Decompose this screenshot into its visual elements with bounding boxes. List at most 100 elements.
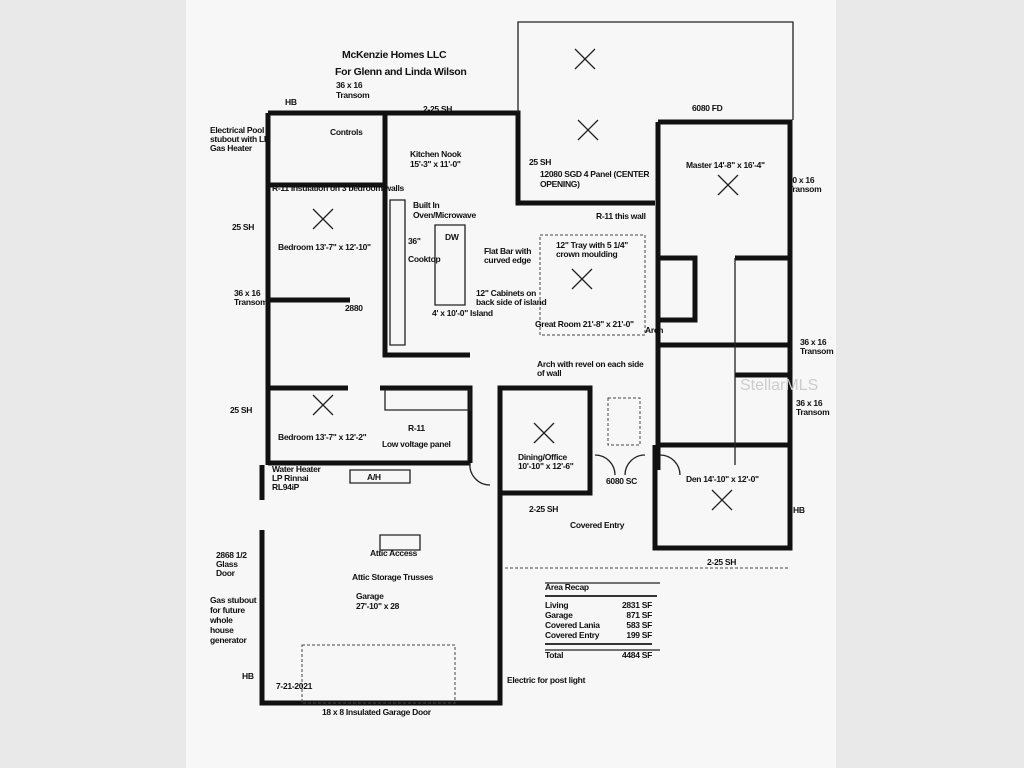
door-label: 6080 SC bbox=[606, 476, 637, 486]
window-label: 25 SH bbox=[230, 405, 252, 415]
oven-label: Oven/Microwave bbox=[413, 210, 476, 220]
ceiling-fan-icon bbox=[717, 174, 739, 196]
ceiling-fan-icon bbox=[711, 489, 733, 511]
post-light-note: Electric for post light bbox=[507, 675, 586, 685]
water-heater-label: RL94iP bbox=[272, 482, 300, 492]
ceiling-fan-icon bbox=[312, 208, 334, 230]
gas-note: whole bbox=[209, 615, 233, 625]
gas-note: for future bbox=[210, 605, 245, 615]
area-total-label: Total bbox=[545, 650, 563, 660]
area-row-label: Covered Lania bbox=[545, 620, 600, 630]
hose-bib-label: HB bbox=[285, 97, 297, 107]
hose-bib-label: HB bbox=[242, 671, 254, 681]
window-label: 2-25 SH bbox=[529, 504, 558, 514]
gas-note: Gas stubout bbox=[210, 595, 257, 605]
transom-label: 36 x 16 bbox=[336, 80, 363, 90]
ceiling-fan-icon bbox=[533, 422, 555, 444]
area-recap-title: Area Recap bbox=[545, 582, 589, 592]
ceiling-fan-icon bbox=[574, 48, 596, 70]
pool-note: stubout with LP bbox=[210, 134, 270, 144]
insulation-note: R-11 this wall bbox=[596, 211, 646, 221]
window-label: 2-25 SH bbox=[423, 104, 452, 114]
room-garage-size: 27'-10" x 28 bbox=[356, 601, 400, 611]
room-garage: Garage bbox=[356, 591, 384, 601]
cabinets-note: 12" Cabinets on bbox=[476, 288, 536, 298]
room-bedroom-2: Bedroom 13'-7" x 12'-2" bbox=[278, 432, 367, 442]
client-name: For Glenn and Linda Wilson bbox=[335, 66, 467, 78]
window-label: 25 SH bbox=[529, 157, 551, 167]
area-row-value: 199 SF bbox=[626, 630, 652, 640]
ceiling-fan-icon bbox=[312, 394, 334, 416]
transom-label: 36 x 16 bbox=[800, 337, 827, 347]
garage-door-label: 18 x 8 Insulated Garage Door bbox=[322, 707, 432, 717]
room-den: Den 14'-10" x 12'-0" bbox=[686, 474, 759, 484]
pool-note: Gas Heater bbox=[210, 143, 253, 153]
oven-label: Built In bbox=[413, 200, 440, 210]
flat-bar-note: Flat Bar with bbox=[484, 246, 531, 256]
transom-label: 60 x 16 bbox=[788, 175, 815, 185]
dishwasher-label: DW bbox=[445, 232, 460, 242]
glass-door-label: Door bbox=[216, 568, 236, 578]
insulation-note: R-11 Insulation on 3 bedroom walls bbox=[272, 183, 405, 193]
room-dining: Dining/Office bbox=[518, 452, 568, 462]
area-row-value: 583 SF bbox=[626, 620, 652, 630]
transom-label: 36 x 16 bbox=[234, 288, 261, 298]
flat-bar-note: curved edge bbox=[484, 255, 531, 265]
water-heater-label: LP Rinnai bbox=[272, 473, 308, 483]
transom-label: Transom bbox=[234, 297, 268, 307]
walls bbox=[259, 21, 794, 706]
attic-access-label: Attic Access bbox=[370, 548, 418, 558]
glass-door-label: 2868 1/2 bbox=[216, 550, 247, 560]
cooktop-label: Cooktop bbox=[408, 254, 440, 264]
pool-note: Electrical Pool bbox=[210, 125, 264, 135]
door-label: 2880 bbox=[345, 303, 363, 313]
room-master: Master 14'-8" x 16'-4" bbox=[686, 160, 765, 170]
sliding-door-label: OPENING) bbox=[540, 179, 580, 189]
room-great-room: Great Room 21'-8" x 21'-0" bbox=[535, 319, 634, 329]
transom-label: Transom bbox=[796, 407, 830, 417]
paper-sheet bbox=[186, 0, 836, 768]
hose-bib-label: HB bbox=[793, 505, 805, 515]
ceiling-fan-icon bbox=[571, 268, 593, 290]
room-dining-size: 10'-10" x 12'-6" bbox=[518, 461, 574, 471]
window-label: 25 SH bbox=[232, 222, 254, 232]
area-total-value: 4484 SF bbox=[622, 650, 652, 660]
room-bedroom-1: Bedroom 13'-7" x 12'-10" bbox=[278, 242, 371, 252]
transom-label: Transom bbox=[800, 346, 834, 356]
company-name: McKenzie Homes LLC bbox=[342, 49, 447, 61]
arch-label: Arch bbox=[645, 325, 663, 335]
water-heater-label: Water Heater bbox=[272, 464, 322, 474]
low-voltage-label: Low voltage panel bbox=[382, 439, 451, 449]
insulation-note: R-11 bbox=[408, 423, 425, 433]
gas-note: generator bbox=[210, 635, 247, 645]
ceiling-fans bbox=[312, 48, 739, 511]
room-kitchen-nook: Kitchen Nook bbox=[410, 149, 462, 159]
gas-note: house bbox=[210, 625, 234, 635]
air-handler-label: A/H bbox=[367, 472, 381, 482]
arch-note: of wall bbox=[537, 368, 561, 378]
cooktop-size-label: 36" bbox=[408, 236, 421, 246]
area-row-label: Covered Entry bbox=[545, 630, 600, 640]
area-row-value: 871 SF bbox=[626, 610, 652, 620]
transom-label: Transom bbox=[336, 90, 370, 100]
covered-entry-label: Covered Entry bbox=[570, 520, 625, 530]
controls-label: Controls bbox=[330, 127, 363, 137]
transom-label: 36 x 16 bbox=[796, 398, 823, 408]
tray-note: crown moulding bbox=[556, 249, 618, 259]
glass-door-label: Glass bbox=[216, 559, 238, 569]
attic-storage-label: Attic Storage Trusses bbox=[352, 572, 434, 582]
room-kitchen-nook-size: 15'-3" x 11'-0" bbox=[410, 159, 461, 169]
area-row-label: Garage bbox=[545, 610, 573, 620]
window-label: 2-25 SH bbox=[707, 557, 736, 567]
ceiling-fan-icon bbox=[577, 119, 599, 141]
arch-note: Arch with revel on each side bbox=[537, 359, 644, 369]
cabinets-note: back side of island bbox=[476, 297, 546, 307]
plan-date: 7-21-2021 bbox=[276, 681, 313, 691]
area-row-value: 2831 SF bbox=[622, 600, 652, 610]
sliding-door-label: 12080 SGD 4 Panel (CENTER bbox=[540, 169, 649, 179]
island-label: 4' x 10'-0" Island bbox=[432, 308, 493, 318]
door-label: 6080 FD bbox=[692, 103, 723, 113]
area-recap-table: Area Recap Living 2831 SF Garage 871 SF … bbox=[545, 582, 657, 660]
tray-note: 12" Tray with 5 1/4" bbox=[556, 240, 628, 250]
